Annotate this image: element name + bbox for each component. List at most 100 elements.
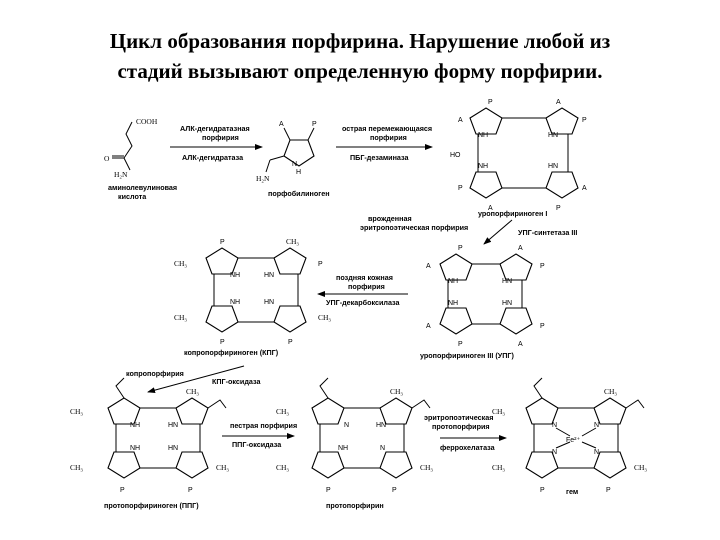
porphyria-congenital-1: врожденная [368,214,412,223]
atom-ch3: CH₃ [276,463,289,472]
atom-a: A [518,245,523,252]
atom-a: A [426,323,431,330]
atom-ch3: CH₃ [318,313,331,322]
atom-p: P [326,487,331,494]
atom-hn: HN [548,132,558,139]
atom-n: N [292,161,297,168]
atom-p: P [188,487,193,494]
atom-n: N [344,422,349,429]
label-uro1: уропорфириноген I [478,209,547,218]
atom-a: A [426,263,431,270]
enzyme-upg-synthase: УПГ-синтетаза III [518,228,577,237]
protoporphyrin-structure: N HN NH N CH₃ CH₃ CH₃ CH₃ P P [276,377,433,494]
atom-p: P [582,117,587,124]
label-proto: протопорфирин [326,501,384,510]
atom-ch3: CH₃ [70,463,83,472]
atom-n: N [380,445,385,452]
atom-a: A [582,185,587,192]
porphyria-congenital-2: эритропоэтическая порфирия [360,223,468,232]
label-ala-2: кислота [118,192,147,201]
porphobilinogen-structure: A P H N H₂N [256,121,317,183]
label-heme: гем [566,487,578,496]
atom-cooh: COOH [136,117,158,126]
title-line-1: Цикл образования порфирина. Нарушение лю… [109,29,611,53]
atom-n: N [552,449,557,456]
atom-nh: NH [130,445,140,452]
porphyria-copro: копропорфирия [126,369,184,378]
label-pbg: порфобилиноген [268,189,330,198]
porphyria-ep-proto-1: эритропоэтическая [424,413,493,422]
atom-n: N [552,422,557,429]
label-uro3: уропорфириноген III (УПГ) [420,351,514,360]
porphyria-cutanea-1: поздняя кожная [336,273,393,282]
atom-ch3: CH₃ [604,387,617,396]
atom-ch3: CH₃ [174,259,187,268]
atom-p: P [606,487,611,494]
porphyria-acute-2: порфирия [370,133,407,142]
porphyria-cutanea-2: порфирия [348,282,385,291]
porphyria-variegate: пестрая порфирия [230,421,297,430]
atom-p: P [318,261,323,268]
page-title: Цикл образования порфирина. Нарушение лю… [40,26,680,86]
atom-p: P [120,487,125,494]
atom-ch3: CH₃ [70,407,83,416]
atom-nh: NH [130,422,140,429]
atom-hn: HN [376,422,386,429]
atom-ch3: CH₃ [276,407,289,416]
enzyme-ala-dehydratase: АЛК-дегидратаза [182,153,244,162]
atom-hn: HN [548,163,558,170]
uroporphyrinogen-1-structure: NH HN NH HN P A P A HO P A A P [450,99,587,212]
atom-nh: NH [478,163,488,170]
atom-hn: HN [264,299,274,306]
arrow-uro1-to-uro3 [483,219,513,245]
arrow-copro-to-protogen [147,365,245,394]
atom-p: P [220,339,225,346]
atom-p: P [540,487,545,494]
atom-hn: HN [264,272,274,279]
atom-n: N [594,449,599,456]
atom-p: P [458,185,463,192]
atom-p: P [540,323,545,330]
atom-p: P [220,239,225,246]
enzyme-ferrochelatase: феррохелатаза [440,443,496,452]
atom-p: P [312,121,317,128]
atom-ch3: CH₃ [492,407,505,416]
atom-hn: HN [502,300,512,307]
heme-structure: N N N N Fe²⁺ CH₃ CH₃ CH₃ CH₃ P P [492,377,647,494]
atom-hn: HN [168,445,178,452]
porphyria-ep-proto-2: протопорфирия [432,422,490,431]
porphyria-ala-def-1: АЛК-дегидратазная [180,124,250,133]
atom-ch3: CH₃ [216,463,229,472]
atom-ch3: CH₃ [286,237,299,246]
porphyria-ala-def-2: порфирия [202,133,239,142]
atom-ch3: CH₃ [186,387,199,396]
atom-p: P [488,99,493,106]
atom-nh: NH [448,278,458,285]
atom-h: H [296,169,301,176]
label-copro: копропорфириноген (КПГ) [184,348,279,357]
atom-a: A [518,341,523,348]
atom-nh: NH [478,132,488,139]
atom-ch3: CH₃ [420,463,433,472]
atom-o: O [104,154,110,163]
atom-ho: HO [450,152,461,159]
label-proto-gen: протопорфириноген (ППГ) [104,501,199,510]
atom-a: A [556,99,561,106]
atom-nh: NH [230,272,240,279]
atom-nh: NH [338,445,348,452]
enzyme-upg-decarboxylase: УПГ-декарбоксилаза [326,298,401,307]
atom-p: P [458,341,463,348]
atom-fe: Fe²⁺ [566,437,581,444]
atom-nh: NH [448,300,458,307]
atom-ch3: CH₃ [174,313,187,322]
atom-p: P [288,339,293,346]
atom-hn: HN [168,422,178,429]
enzyme-ppg-oxidase: ППГ-оксидаза [232,440,282,449]
title-line-2: стадий вызывают определенную форму порфи… [117,59,603,83]
atom-n: N [594,422,599,429]
atom-a: A [458,117,463,124]
uroporphyrinogen-3-structure: NH HN NH HN P A A P A P P A [426,245,545,348]
atom-p: P [392,487,397,494]
atom-a: A [279,121,284,128]
